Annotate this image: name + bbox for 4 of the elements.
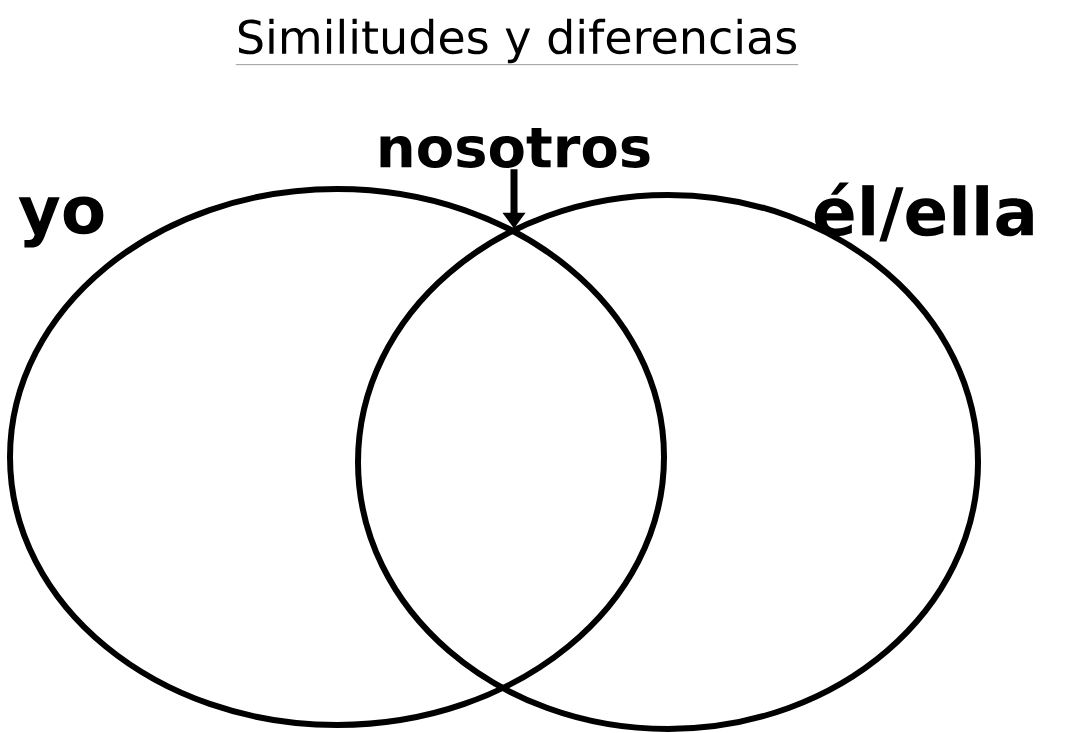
title: Similitudes y diferencias <box>235 18 799 65</box>
circle-heading: él/ella <box>814 182 1033 242</box>
circle-heading: yo <box>18 196 104 248</box>
heading: nosotros <box>380 127 650 169</box>
